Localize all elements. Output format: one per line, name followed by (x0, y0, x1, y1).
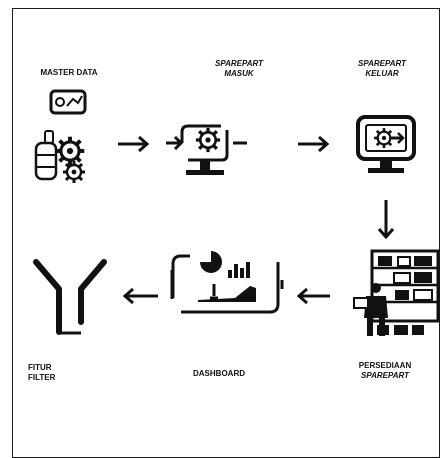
label-fitur-filter: FITUR FILTER (28, 363, 56, 382)
arrow-down-icon (377, 200, 395, 240)
label-dashboard: DASHBOARD (193, 369, 245, 378)
monitor-gear-out-icon (356, 115, 416, 173)
funnel-icon (33, 259, 107, 335)
label-persediaan-sparepart: PERSEDIAAN SPAREPART (358, 361, 412, 380)
label-master-data: MASTER DATA (40, 68, 98, 77)
warehouse-worker-icon (353, 249, 440, 336)
diagram-canvas (33, 89, 440, 336)
label-sparepart-masuk: SPAREPART MASUK (214, 59, 263, 78)
dashboard-monitor-icon (170, 250, 280, 314)
label-sparepart-keluar: SPAREPART KELUAR (357, 59, 406, 78)
arrow-left-icon (280, 280, 330, 305)
arrow-right-icon (233, 135, 330, 153)
monitor-gear-in-icon (166, 124, 229, 175)
arrow-right-icon (118, 135, 150, 153)
database-gear-icon (34, 89, 87, 185)
arrow-left-icon (122, 287, 158, 305)
